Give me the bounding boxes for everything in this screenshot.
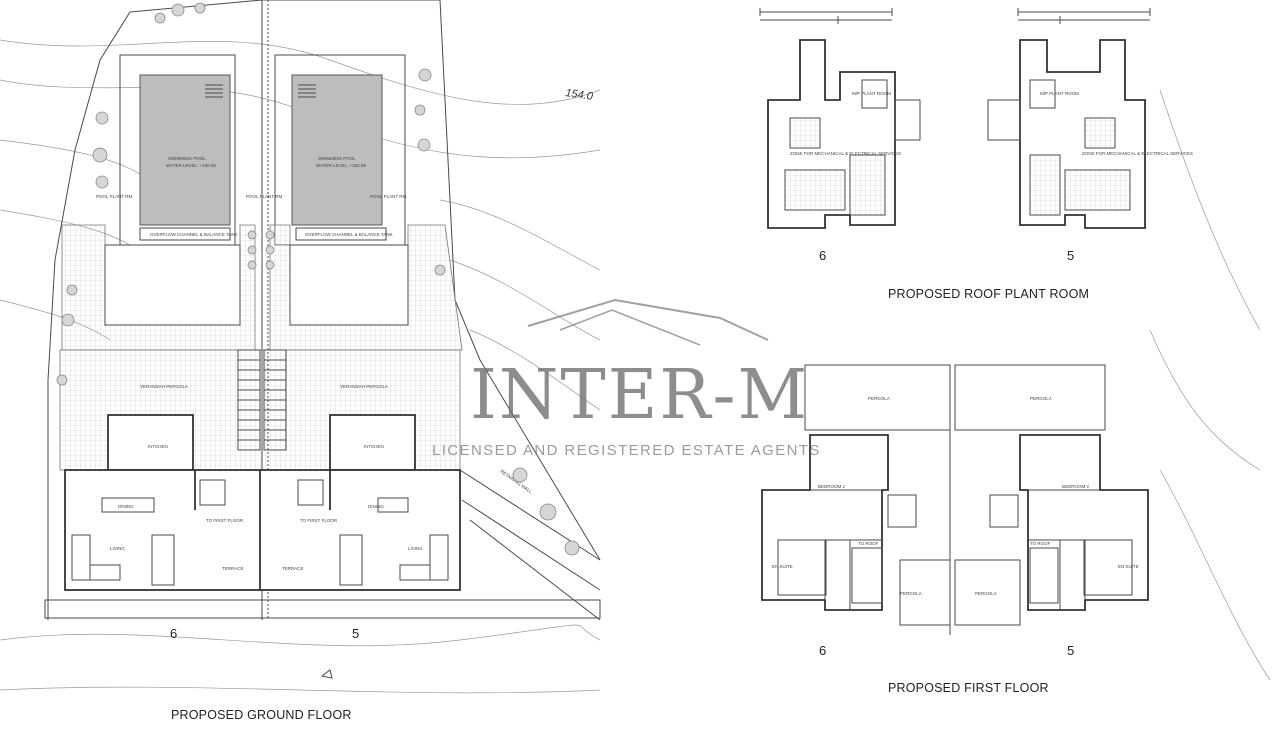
- pool-label-5: SWIMMING POOL: [318, 156, 356, 161]
- kitchen-6: KITCHEN: [148, 444, 168, 449]
- site-contours: [0, 39, 1271, 694]
- to-roof-6: TO ROOF: [858, 541, 879, 546]
- unit-5-ground: 5: [352, 626, 359, 641]
- north-arrow-icon: [320, 669, 333, 679]
- pergola-low-6: PERGOLA: [900, 591, 922, 596]
- watermark-tagline: LICENSED AND REGISTERED ESTATE AGENTS: [432, 442, 821, 459]
- kitchen-5: KITCHEN: [364, 444, 384, 449]
- water-level-6: WATER LEVEL: +150.95: [166, 163, 216, 168]
- roof-line-icon: [527, 298, 769, 341]
- living-6: LIVING: [110, 546, 125, 551]
- pool-label-6: SWIMMING POOL: [168, 156, 206, 161]
- pergola-top-6: PERGOLA: [868, 396, 890, 401]
- to-first-5: TO FIRST FLOOR: [300, 518, 338, 523]
- pergola-6: VERANDAH PERGOLA: [140, 384, 188, 389]
- unit-5-roof: 5: [1067, 248, 1074, 263]
- pergola-5: VERANDAH PERGOLA: [340, 384, 388, 389]
- watermark-logo: INTER-M LICENSED AND REGISTERED ESTATE A…: [432, 298, 821, 459]
- unit-6-first: 6: [819, 643, 826, 658]
- title-roof-plant-room: PROPOSED ROOF PLANT ROOM: [888, 287, 1089, 301]
- bedroom2-6: BEDROOM 2: [818, 484, 846, 489]
- pergola-top-5: PERGOLA: [1030, 396, 1052, 401]
- pool-plant-mid: POOL PLANT RM: [246, 194, 283, 199]
- terrace-5a: TERRACE: [282, 566, 304, 571]
- bedroom2-5: BEDROOM 2: [1062, 484, 1090, 489]
- pool-plant-6: POOL PLANT RM: [96, 194, 133, 199]
- zone-5: ZONE FOR MECHANICAL & ELECTRICAL SERVICE…: [1082, 151, 1193, 156]
- pool-5: [291, 74, 383, 226]
- title-first-floor: PROPOSED FIRST FLOOR: [888, 681, 1049, 695]
- unit-6-roof: 6: [819, 248, 826, 263]
- pool-plant-5: POOL PLANT RM: [370, 194, 407, 199]
- overflow-label-6: OVERFLOW CHANNEL & BALANCE TANK: [150, 232, 238, 237]
- zone-6: ZONE FOR MECHANICAL & ELECTRICAL SERVICE…: [790, 151, 901, 156]
- overflow-label-5: OVERFLOW CHANNEL & BALANCE TANK: [305, 232, 393, 237]
- unit-5-first: 5: [1067, 643, 1074, 658]
- to-first-6: TO FIRST FLOOR: [206, 518, 244, 523]
- terrace-6a: TERRACE: [222, 566, 244, 571]
- ground-floor-plan: SWIMMING POOL WATER LEVEL: +150.95 SWIMM…: [44, 0, 601, 679]
- first-floor-plan: PERGOLA PERGOLA BEDROOM 2 EN SUITE TO RO…: [761, 364, 1149, 635]
- plant-room-6: M/P PLANT ROOM: [852, 91, 891, 96]
- roof-plant-plan: M/P PLANT ROOM ZONE FOR MECHANICAL & ELE…: [759, 8, 1193, 229]
- pool-6: [139, 74, 231, 226]
- watermark-brand: INTER-M: [470, 356, 809, 435]
- title-ground-floor: PROPOSED GROUND FLOOR: [171, 708, 352, 722]
- plant-room-5: M/P PLANT ROOM: [1040, 91, 1079, 96]
- ensuite-6: EN SUITE: [772, 564, 793, 569]
- water-level-5: WATER LEVEL: +150.85: [316, 163, 366, 168]
- living-5: LIVING: [408, 546, 423, 551]
- pergola-low-5: PERGOLA: [975, 591, 997, 596]
- trees: [56, 2, 580, 556]
- unit-6-ground: 6: [170, 626, 177, 641]
- to-roof-5: TO ROOF: [1030, 541, 1051, 546]
- dining-6: DINING: [118, 504, 134, 509]
- level-mark: 154.0: [565, 87, 595, 103]
- ensuite-5: EN SUITE: [1118, 564, 1139, 569]
- dining-5: DINING: [368, 504, 384, 509]
